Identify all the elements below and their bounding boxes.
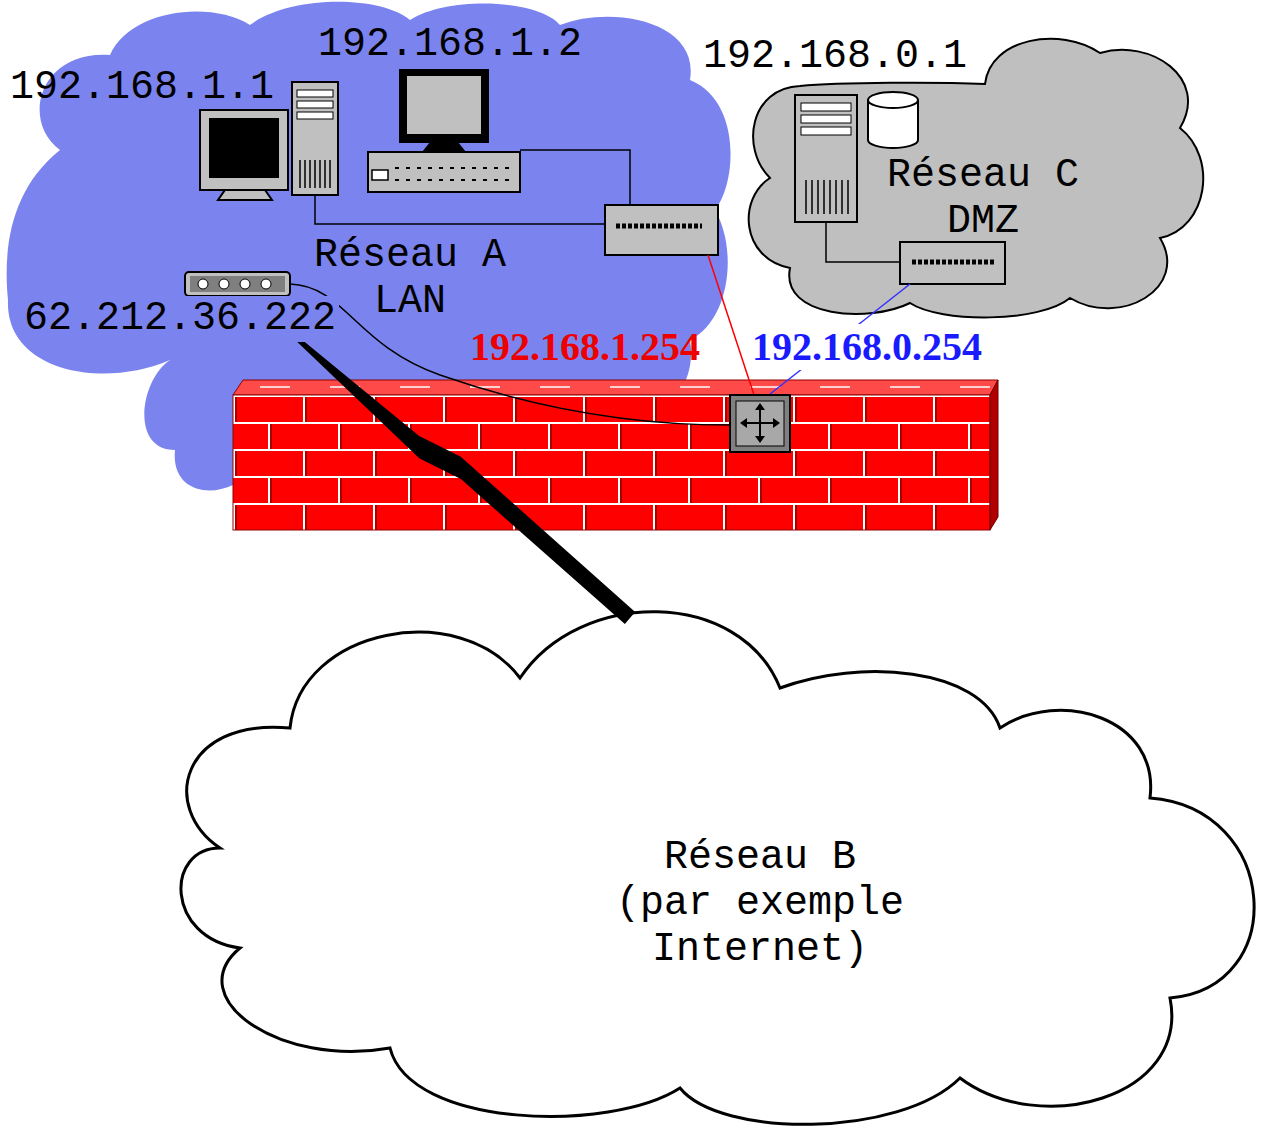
network-name: Réseau C DMZ: [878, 153, 1088, 245]
monitor-screen: [407, 76, 481, 134]
interface-address: 192.168.0.254: [749, 324, 985, 370]
router-arrowheads: [740, 403, 780, 443]
monitor-stand: [218, 190, 272, 200]
ip-address: 192.168.0.1: [703, 34, 967, 80]
router-face: [736, 401, 784, 446]
tower-grill: [300, 160, 330, 188]
server-tower: [795, 95, 857, 222]
keys: [395, 168, 512, 180]
modem-light: [198, 279, 208, 289]
wall-side: [990, 380, 998, 530]
drive-bay: [297, 112, 333, 119]
drive-bay: [801, 127, 851, 135]
switch-ports: [616, 224, 702, 229]
disk-top: [868, 92, 918, 108]
wall-top-mortar: [260, 386, 990, 388]
cloud-shape: [181, 612, 1254, 1125]
power-button: [372, 170, 388, 180]
modem-light: [219, 279, 229, 289]
ip-address: 62.212.36.222: [21, 296, 339, 342]
switch-box: [900, 242, 1005, 284]
drive-bay: [297, 90, 333, 97]
internet-cloud: Réseau B (par exemple Internet): [160, 568, 1278, 1134]
network-name: Réseau B (par exemple Internet): [610, 835, 910, 973]
monitor-screen: [209, 118, 279, 178]
drive-bay: [801, 103, 851, 111]
ip-address: 192.168.1.2: [318, 22, 582, 68]
cloud-shape: [749, 39, 1204, 318]
monitor: [200, 110, 288, 190]
desktop-unit: [368, 152, 520, 192]
label-anchor: 62.212.36.222: [21, 296, 339, 342]
router: [730, 395, 790, 452]
switch-box: [605, 205, 718, 255]
modem-panel: [190, 276, 285, 292]
ip-address: 192.168.1.1: [10, 65, 274, 111]
switch-ports: [912, 260, 995, 265]
modem-box: [185, 272, 290, 296]
firewall-wall: [233, 380, 998, 530]
label-anchor: 192.168.0.1: [703, 34, 967, 80]
modem-light: [261, 279, 271, 289]
label-anchor: 192.168.1.1: [10, 65, 274, 111]
modem-light: [240, 279, 250, 289]
wall-front: [233, 395, 990, 530]
label-anchor: 192.168.1.254: [470, 324, 700, 370]
drive-bay: [297, 101, 333, 108]
server-grill: [806, 180, 848, 214]
interface-address: 192.168.1.254: [470, 324, 700, 370]
cloud-shape: [7, 2, 731, 492]
router-box: [730, 395, 790, 452]
monitor: [400, 70, 488, 142]
tower: [292, 82, 338, 195]
router-arrows: [746, 409, 774, 437]
label-anchor: 192.168.0.254: [749, 324, 985, 370]
label-anchor: 192.168.1.2: [318, 22, 582, 68]
lan-link: [708, 255, 755, 398]
drive-bay: [801, 115, 851, 123]
